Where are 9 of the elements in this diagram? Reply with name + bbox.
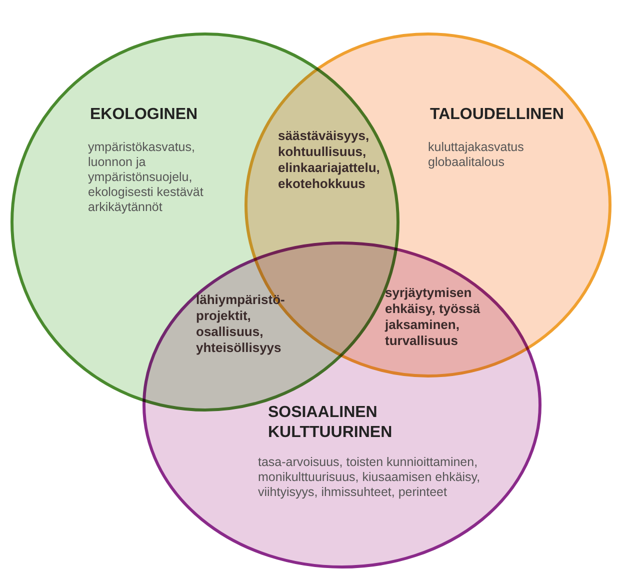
circle-text: ympäristökasvatus, luonnon ja ympäristönsuojelu, ekologisesti kestävät arkikäytännöt [88, 140, 204, 215]
circle-heading: EKOLOGINEN [90, 105, 199, 125]
circle-heading: TALOUDELLINEN [430, 105, 565, 125]
overlap-text: säästäväisyys, kohtuullisuus, elinkaariajattelu, ekotehokkuus [278, 128, 381, 192]
venn-circle [142, 241, 542, 569]
circle-text: tasa-arvoisuus, toisten kunnioittaminen, monikulttuurisuus, kiusaamisen ehkäisy, viihtyisyys, ihmissuhteet, perinteet [258, 455, 482, 500]
overlap-text: syrjäytymisen ehkäisy, työssä jaksaminen, turvallisuus [385, 285, 482, 349]
circle-text: kuluttajakasvatus globaalitalous [428, 140, 525, 170]
circle-heading: SOSIAALINEN KULTTUURINEN [268, 403, 394, 443]
